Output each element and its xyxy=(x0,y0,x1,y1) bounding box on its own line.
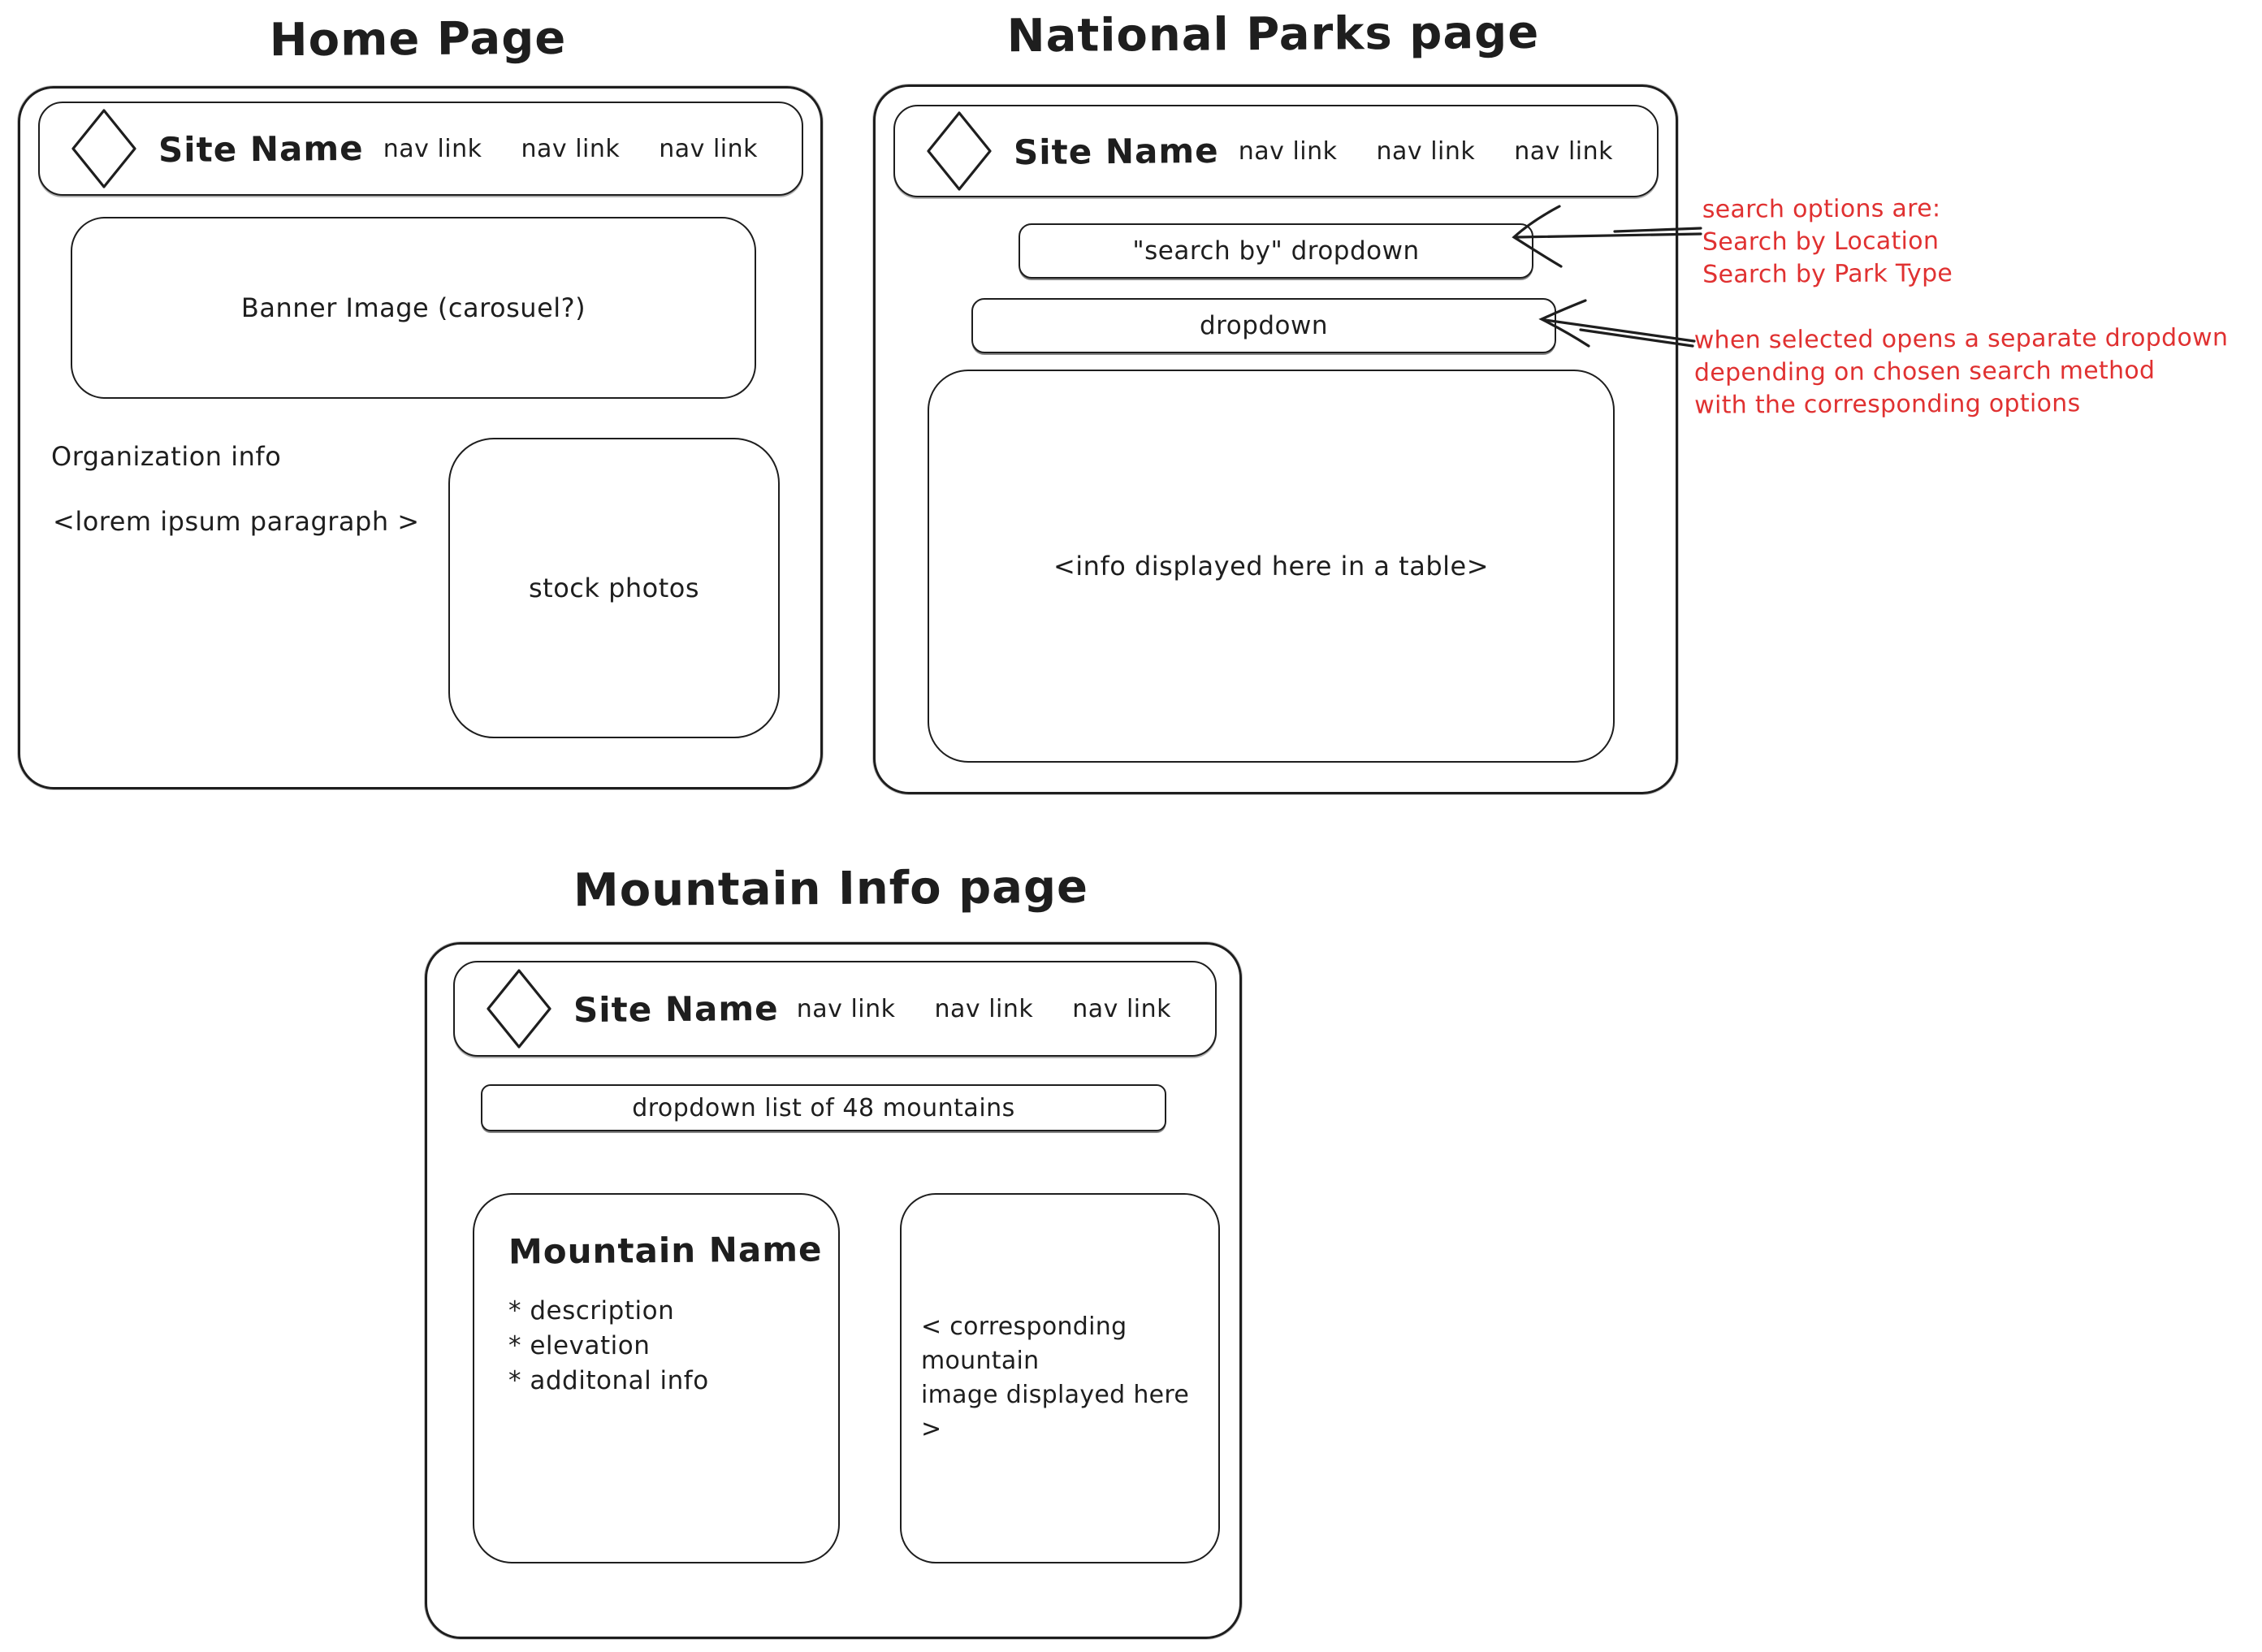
mountain-info-navbar: Site Name nav link nav link nav link xyxy=(453,961,1217,1057)
mountain-info-page-title: Mountain Info page xyxy=(573,860,1089,918)
bullet-description: * description xyxy=(508,1296,675,1325)
mountain-name-heading: Mountain Name xyxy=(508,1229,823,1272)
secondary-dropdown[interactable]: dropdown xyxy=(971,298,1556,353)
home-page-title: Home Page xyxy=(269,11,567,67)
search-by-dropdown-label: "search by" dropdown xyxy=(1132,236,1420,266)
annotation-line: Search by Park Type xyxy=(1702,259,1953,289)
banner-label: Banner Image (carosuel?) xyxy=(240,292,586,323)
info-table-label: <info displayed here in a table> xyxy=(1053,551,1490,582)
national-parks-page-frame: Site Name nav link nav link nav link "se… xyxy=(873,84,1678,794)
national-parks-page-title: National Parks page xyxy=(1006,6,1540,63)
home-navbar: Site Name nav link nav link nav link xyxy=(38,102,803,196)
mountain-detail-bullets: * description * elevation * additonal in… xyxy=(508,1294,709,1399)
search-by-dropdown[interactable]: "search by" dropdown xyxy=(1019,223,1533,279)
nav-link-1[interactable]: nav link xyxy=(796,994,896,1023)
mountain-detail-card: Mountain Name * description * elevation … xyxy=(473,1193,840,1563)
stock-photos-placeholder: stock photos xyxy=(448,438,780,738)
mountain-info-page-frame: Site Name nav link nav link nav link dro… xyxy=(425,942,1242,1639)
annotation-line: search options are: xyxy=(1702,194,1941,224)
nav-link-2[interactable]: nav link xyxy=(934,994,1034,1023)
nav-link-1[interactable]: nav link xyxy=(383,134,482,163)
mountain-image-label-line2: image displayed here > xyxy=(921,1381,1190,1443)
annotation-dropdown-behavior: when selected opens a separate dropdown … xyxy=(1694,322,2229,422)
mountain-list-dropdown[interactable]: dropdown list of 48 mountains xyxy=(481,1084,1166,1131)
site-name-label: Site Name xyxy=(158,128,364,170)
site-name-label: Site Name xyxy=(573,988,779,1030)
annotation-line: with the corresponding options xyxy=(1694,389,2081,420)
mountain-image-placeholder: < corresponding mountain image displayed… xyxy=(900,1193,1220,1563)
info-table-placeholder: <info displayed here in a table> xyxy=(928,370,1615,763)
mountain-list-dropdown-label: dropdown list of 48 mountains xyxy=(632,1093,1015,1122)
stock-photos-label: stock photos xyxy=(528,573,700,603)
secondary-dropdown-label: dropdown xyxy=(1199,311,1329,340)
bullet-elevation: * elevation xyxy=(508,1331,651,1360)
nav-links: nav link nav link nav link xyxy=(797,995,1215,1023)
national-parks-navbar: Site Name nav link nav link nav link xyxy=(893,105,1659,197)
mountain-image-label: < corresponding mountain image displayed… xyxy=(902,1310,1218,1447)
banner-carousel-placeholder[interactable]: Banner Image (carosuel?) xyxy=(71,217,756,399)
annotation-search-options: search options are: Search by Location S… xyxy=(1702,192,1953,292)
diamond-logo-icon xyxy=(487,969,551,1049)
organization-info-label: Organization info xyxy=(51,441,282,472)
nav-link-1[interactable]: nav link xyxy=(1238,136,1338,166)
nav-links: nav link nav link nav link xyxy=(1239,137,1657,166)
nav-link-3[interactable]: nav link xyxy=(659,134,758,163)
nav-link-2[interactable]: nav link xyxy=(521,134,621,163)
annotation-line: depending on chosen search method xyxy=(1693,356,2156,387)
diamond-logo-icon xyxy=(71,109,136,188)
lorem-paragraph-placeholder: <lorem ipsum paragraph > xyxy=(53,506,420,537)
site-name-label: Site Name xyxy=(1013,130,1219,172)
mountain-image-label-line1: < corresponding mountain xyxy=(921,1313,1127,1375)
diamond-logo-icon xyxy=(927,111,992,191)
annotation-line: when selected opens a separate dropdown xyxy=(1693,323,2229,355)
annotation-line: Search by Location xyxy=(1702,227,1940,257)
nav-link-3[interactable]: nav link xyxy=(1514,136,1613,166)
bullet-additional-info: * additonal info xyxy=(508,1366,709,1395)
home-page-frame: Site Name nav link nav link nav link Ban… xyxy=(18,86,823,789)
nav-links: nav link nav link nav link xyxy=(383,135,802,163)
nav-link-2[interactable]: nav link xyxy=(1376,136,1476,166)
nav-link-3[interactable]: nav link xyxy=(1072,994,1171,1023)
